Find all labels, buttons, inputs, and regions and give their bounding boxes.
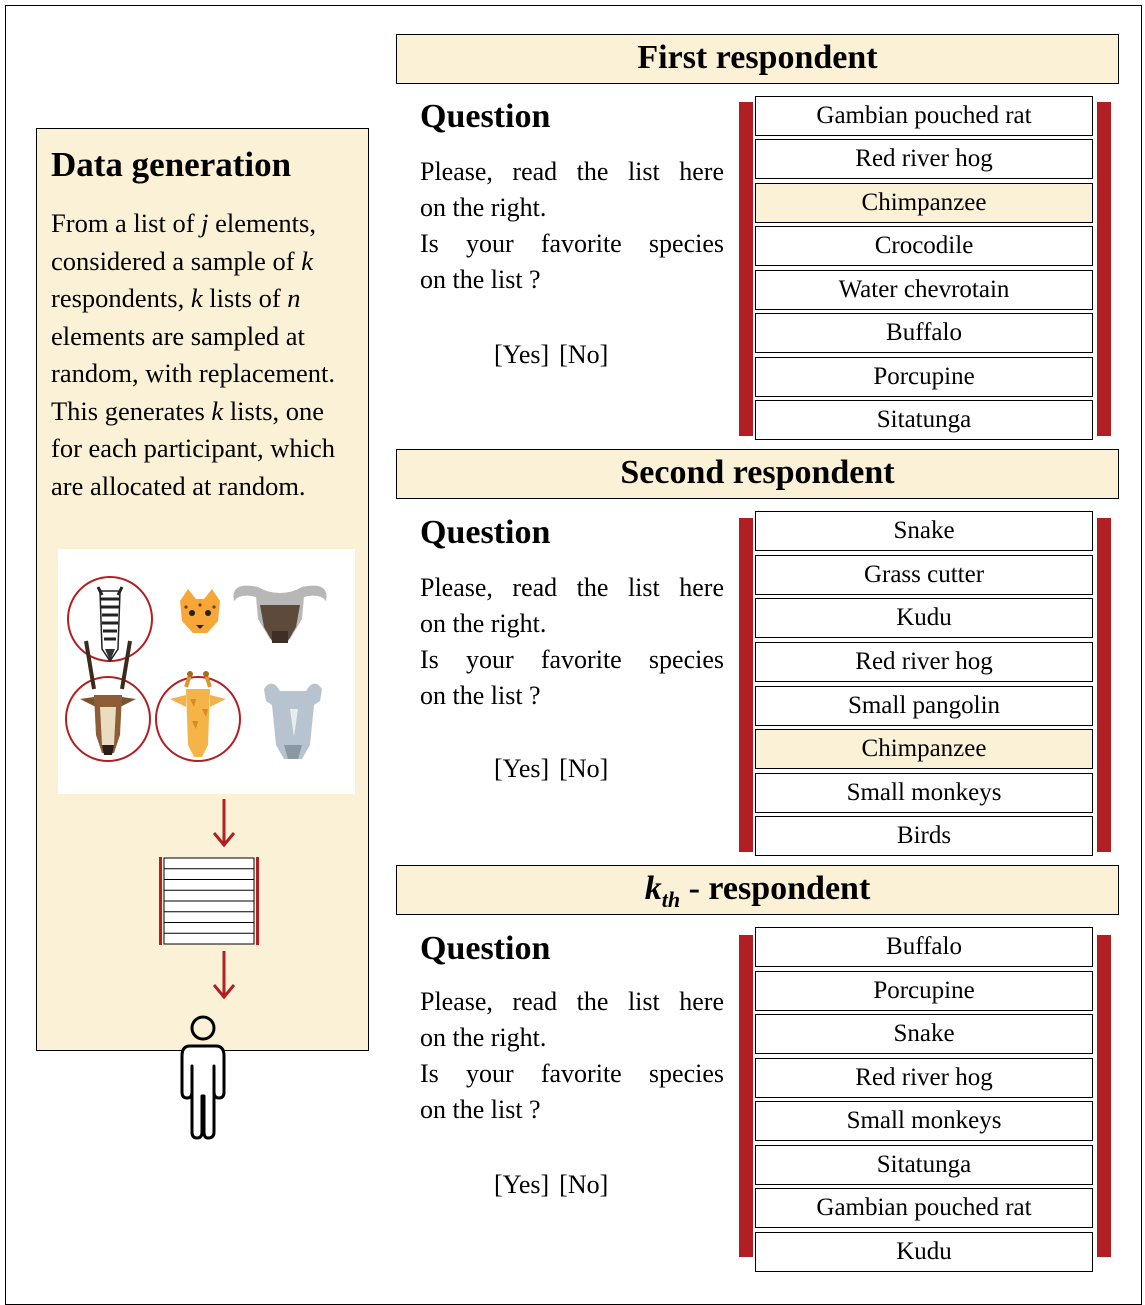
list-item: Small monkeys — [755, 1101, 1093, 1141]
no-option[interactable]: [No] — [559, 340, 609, 369]
list-item: Porcupine — [755, 357, 1093, 397]
list-bar-left-3 — [739, 935, 753, 1257]
person-icon — [180, 1015, 226, 1140]
list-item: Grass cutter — [755, 555, 1093, 595]
list-item: Gambian pouched rat — [755, 96, 1093, 136]
rhino-icon — [264, 683, 322, 759]
down-arrow-icon — [213, 799, 235, 848]
giraffe-icon — [155, 671, 241, 762]
yes-option[interactable]: [Yes] — [494, 340, 550, 369]
antelope-icon — [65, 640, 151, 762]
kth-respondent-header: kth - respondent — [396, 865, 1119, 915]
list-item: Porcupine — [755, 971, 1093, 1011]
list-item: Sitatunga — [755, 400, 1093, 440]
zebra-icon — [67, 576, 153, 663]
list-bar-left-1 — [739, 102, 753, 436]
question-title-2: Question — [420, 514, 551, 551]
question-text-1: Please, read the list here on the right.… — [420, 157, 724, 294]
list-item: Buffalo — [755, 313, 1093, 353]
second-respondent-header: Second respondent — [396, 449, 1119, 499]
list-item: Birds — [755, 816, 1093, 856]
list-item: Water chevrotain — [755, 270, 1093, 310]
list-item: Small pangolin — [755, 686, 1093, 726]
no-option[interactable]: [No] — [559, 754, 609, 783]
first-respondent-header: First respondent — [396, 34, 1119, 84]
data-generation-description: From a list of j elements, considered a … — [51, 208, 336, 501]
list-bar-left-2 — [739, 518, 753, 852]
list-bar-right-1 — [1097, 102, 1111, 436]
answer-options-1: [Yes] [No] — [494, 340, 618, 370]
list-bar-right-3 — [1097, 935, 1111, 1257]
data-generation-title: Data generation — [51, 145, 292, 184]
answer-options-3: [Yes] [No] — [494, 1170, 618, 1200]
list-item: Gambian pouched rat — [755, 1188, 1093, 1228]
buffalo-icon — [233, 585, 327, 643]
data-generation-panel: Data generation From a list of j element… — [36, 128, 369, 1051]
list-icon — [159, 857, 259, 945]
list-item: Sitatunga — [755, 1145, 1093, 1185]
question-text-3: Please, read the list here on the right.… — [420, 987, 724, 1124]
answer-options-2: [Yes] [No] — [494, 754, 618, 784]
yes-option[interactable]: [Yes] — [494, 754, 550, 783]
animal-illustrations — [58, 549, 355, 794]
list-item: Snake — [755, 511, 1093, 551]
cheetah-icon — [180, 589, 220, 641]
list-item: Snake — [755, 1014, 1093, 1054]
list-item: Red river hog — [755, 642, 1093, 682]
list-item: Crocodile — [755, 226, 1093, 266]
question-text-2: Please, read the list here on the right.… — [420, 573, 724, 710]
list-item: Kudu — [755, 1232, 1093, 1272]
list-item: Kudu — [755, 598, 1093, 638]
list-item-highlighted: Chimpanzee — [755, 183, 1093, 223]
question-title-1: Question — [420, 98, 551, 135]
no-option[interactable]: [No] — [559, 1170, 609, 1199]
list-item-highlighted: Chimpanzee — [755, 729, 1093, 769]
list-item: Buffalo — [755, 927, 1093, 967]
yes-option[interactable]: [Yes] — [494, 1170, 550, 1199]
list-item: Red river hog — [755, 139, 1093, 179]
down-arrow-icon-2 — [213, 951, 235, 1000]
list-bar-right-2 — [1097, 518, 1111, 852]
question-title-3: Question — [420, 930, 551, 967]
list-item: Small monkeys — [755, 773, 1093, 813]
list-item: Red river hog — [755, 1058, 1093, 1098]
